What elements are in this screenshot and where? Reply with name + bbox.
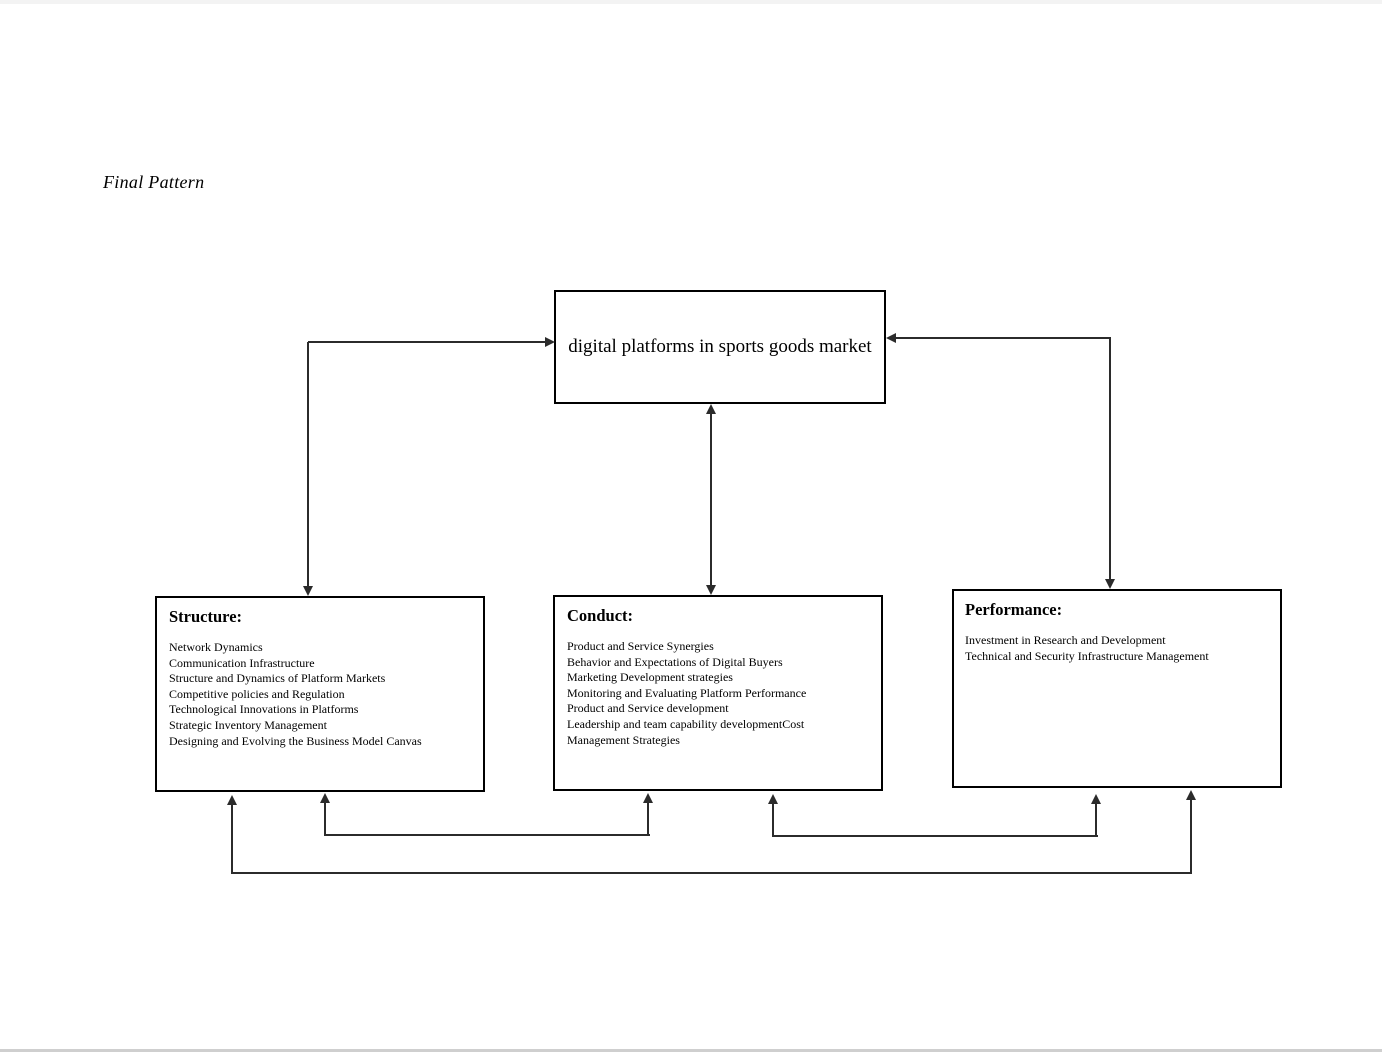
arrowhead-into-structure-top [303,586,313,596]
conduct-heading: Conduct: [567,606,634,625]
arrowhead-into-conduct-bottom-left [643,793,653,803]
list-item: Designing and Evolving the Business Mode… [169,733,422,748]
bracket-structure-conduct-horizontal [324,834,650,836]
connector-topbox-conduct-vertical [710,412,712,588]
list-item: Structure and Dynamics of Platform Marke… [169,671,386,686]
list-item: Leadership and team capability developme… [567,716,805,731]
top-box-label: digital platforms in sports goods market [568,336,872,357]
arrowhead-into-topbox-left [545,337,555,347]
arrowhead-into-conduct-top [706,585,716,595]
list-item: Network Dynamics [169,640,263,654]
structure-heading: Structure: [169,607,243,626]
bracket-structure-performance-horizontal [231,872,1192,874]
connector-structure-to-topbox-horizontal [308,341,548,343]
list-item: Management Strategies [567,732,680,747]
bracket-conduct-performance-right-vertical [1095,802,1097,837]
list-item: Strategic Inventory Management [169,717,327,732]
bracket-structure-conduct-left-vertical [324,801,326,836]
performance-heading: Performance: [965,600,1063,619]
arrowhead-into-conduct-bottom-right [768,794,778,804]
arrowhead-into-topbox-right [886,333,896,343]
list-item: Investment in Research and Development [965,633,1166,647]
bracket-structure-performance-left-vertical [231,803,233,874]
arrowhead-into-performance-bottom-left [1091,794,1101,804]
list-item: Behavior and Expectations of Digital Buy… [567,654,783,669]
list-item: Monitoring and Evaluating Platform Perfo… [567,685,807,700]
bracket-structure-performance-right-vertical [1190,800,1192,874]
connector-performance-to-topbox-horizontal [896,337,1111,339]
bracket-conduct-performance-horizontal [772,835,1098,837]
page-top-edge [0,0,1382,4]
arrowhead-into-performance-bottom-long [1186,790,1196,800]
bracket-structure-conduct-right-vertical [647,801,649,836]
arrowhead-into-structure-bottom-long [227,795,237,805]
page-title: Final Pattern [103,172,205,192]
list-item: Marketing Development strategies [567,670,733,685]
connector-topbox-to-structure-vertical [307,342,309,587]
connector-topbox-to-performance-vertical [1109,338,1111,580]
top-box-digital-platforms: digital platforms in sports goods market [554,290,886,404]
arrowhead-into-structure-bottom-short [320,793,330,803]
list-item: Communication Infrastructure [169,655,315,670]
arrowhead-into-performance-top [1105,579,1115,589]
page-bottom-edge [0,1049,1382,1052]
performance-box: Performance: Investment in Research and … [952,589,1282,788]
list-item: Product and Service Synergies [567,639,714,653]
arrowhead-into-topbox-bottom [706,404,716,414]
list-item: Technological Innovations in Platforms [169,702,359,717]
list-item: Product and Service development [567,701,729,716]
list-item: Technical and Security Infrastructure Ma… [965,648,1209,663]
list-item: Competitive policies and Regulation [169,686,345,701]
bracket-conduct-performance-left-vertical [772,802,774,837]
